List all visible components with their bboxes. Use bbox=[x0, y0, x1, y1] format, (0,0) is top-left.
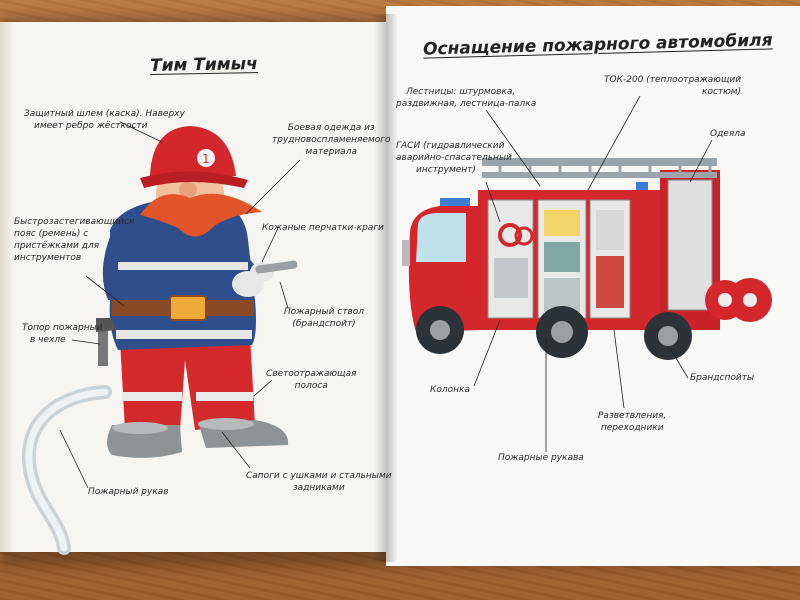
reflective-stripe-right bbox=[196, 392, 253, 401]
label-blankets: Одеяла bbox=[710, 129, 746, 139]
label-hoses: Пожарные рукава bbox=[498, 453, 584, 463]
book-gutter bbox=[374, 14, 398, 562]
label-suit: Боевая одежда из трудновоспламеняемого м… bbox=[272, 123, 391, 157]
label-axe: Топор пожарный в чехле bbox=[22, 323, 103, 345]
label-hose: Пожарный рукав bbox=[88, 487, 169, 497]
label-boots: Сапоги с ушками и стальными задниками bbox=[246, 471, 392, 493]
label-nozzles: Брандспойты bbox=[690, 373, 755, 383]
left-page-edge bbox=[0, 22, 14, 552]
label-stripe: Светоотражающая полоса bbox=[266, 369, 357, 391]
label-nozzle: Пожарный ствол (брандспойт) bbox=[284, 307, 365, 329]
compartment-rear bbox=[667, 179, 713, 311]
callout-lines bbox=[59, 95, 713, 489]
label-belt: Быстрозастегивающийся пояс (ремень) с пр… bbox=[14, 217, 135, 263]
cab-window bbox=[416, 213, 466, 262]
label-helmet: Защитный шлем (каска). Наверху имеет реб… bbox=[24, 109, 185, 131]
belt-buckle bbox=[169, 295, 207, 321]
roof-ladder bbox=[482, 158, 717, 166]
left-page-title: Тим Тимыч bbox=[149, 54, 258, 76]
reflective-stripe-left bbox=[122, 392, 182, 401]
nozzle-icon bbox=[255, 260, 298, 274]
label-gloves: Кожаные перчатки-краги bbox=[262, 223, 384, 233]
helmet bbox=[150, 126, 236, 176]
label-ladders: Лестницы: штурмовка, раздвижная, лестниц… bbox=[396, 87, 537, 109]
axe-icon bbox=[98, 318, 108, 366]
label-branches: Разветвления, переходники bbox=[598, 411, 667, 433]
label-tok: ТОК-200 (теплоотражающий костюм) bbox=[604, 75, 742, 97]
label-gasi: ГАСИ (гидравлический аварийно-спасательн… bbox=[396, 141, 512, 175]
fire-truck-illustration bbox=[402, 158, 772, 360]
mustache bbox=[140, 193, 262, 237]
firefighter-illustration: 1 bbox=[21, 126, 298, 555]
label-column: Колонка bbox=[430, 385, 470, 395]
svg-text:1: 1 bbox=[202, 152, 210, 166]
